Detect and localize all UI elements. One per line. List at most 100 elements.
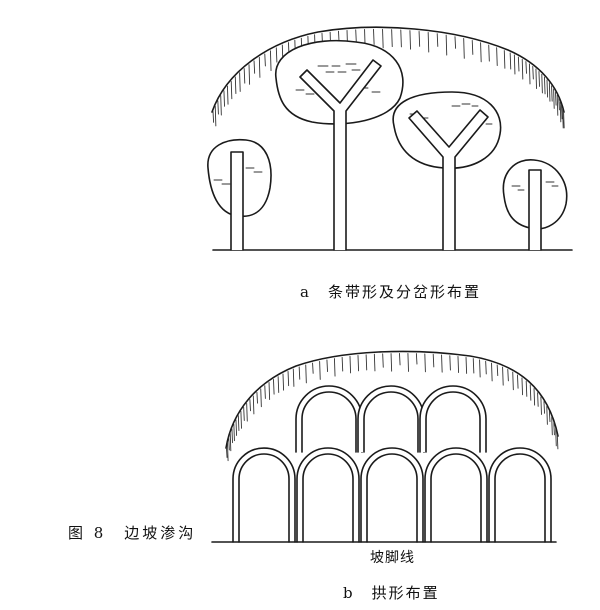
hatch-mark (243, 406, 245, 421)
hatch-mark (326, 359, 328, 373)
hatch-mark (298, 366, 301, 380)
hatch-mark (548, 82, 551, 102)
hatch-mark (528, 63, 531, 85)
hatch-mark (562, 108, 564, 129)
hatch-mark (485, 360, 487, 375)
panel-a-wet-zone-large-right (392, 91, 502, 169)
hatch-mark (223, 90, 225, 107)
panel-a-strip-and-branch-layout (207, 26, 573, 251)
slope-toe-label: 坡脚线 (370, 550, 415, 566)
hatch-mark (399, 352, 401, 366)
hatch-mark (457, 356, 460, 373)
hatch-mark (282, 373, 285, 391)
hatch-mark (249, 399, 251, 412)
lower-arch-4-fill (425, 448, 487, 542)
hatch-mark (409, 30, 411, 50)
hatch-mark (553, 88, 555, 109)
hatch-mark (231, 428, 233, 444)
hatch-mark (415, 353, 418, 365)
hatch-mark (234, 76, 237, 94)
hatch-mark (253, 60, 256, 74)
hatch-mark (535, 68, 537, 89)
hatch-mark (533, 388, 536, 406)
hatch-mark (465, 357, 468, 374)
lower-arch-1-outer (232, 447, 296, 543)
hatch-mark (220, 95, 222, 116)
hatch-mark (491, 362, 493, 382)
hatch-mark (529, 384, 532, 401)
hatch-mark (445, 34, 448, 56)
hatch-mark (227, 442, 229, 462)
hatch-mark (214, 105, 217, 127)
upper-arch-2-fill (358, 386, 424, 452)
hatch-mark (305, 364, 307, 384)
panel-b-arch-drains (232, 385, 552, 543)
hatch-mark (260, 388, 262, 408)
upper-arch-2-inner (363, 391, 419, 453)
panel-a-caption: a 条带形及分岔形布置 (300, 283, 481, 301)
hatch-mark (517, 56, 520, 72)
hatch-mark (525, 380, 528, 397)
hatch-mark (217, 100, 219, 115)
hatch-mark (546, 405, 548, 425)
lower-arch-3-inner (366, 453, 418, 543)
hatch-mark (488, 44, 490, 62)
hatch-mark (268, 382, 271, 400)
hatch-mark (532, 65, 534, 80)
hatch-mark (252, 395, 255, 415)
hatch-mark (556, 94, 559, 116)
hatch-mark (479, 359, 481, 378)
hatch-mark (264, 53, 266, 67)
hatch-mark (246, 402, 248, 422)
hatch-mark (365, 354, 368, 371)
hatch-mark (472, 358, 475, 374)
upper-arch-1-inner (301, 391, 357, 453)
hatch-mark (543, 401, 546, 414)
hatch-mark (521, 377, 524, 396)
hatch-mark (546, 79, 549, 98)
hatch-mark (563, 111, 565, 129)
hatch-mark (427, 32, 430, 53)
hatch-mark (538, 71, 540, 87)
hatch-mark (235, 419, 238, 436)
hatch-mark (540, 396, 542, 415)
lower-arch-3-fill (361, 448, 423, 542)
hatch-mark (418, 30, 421, 47)
hatch-mark (544, 76, 546, 95)
upper-arch-3-outer (419, 385, 487, 453)
lower-arch-1-inner (238, 453, 290, 543)
hatch-mark (237, 415, 240, 431)
panel-b-caption: b 拱形布置 (343, 584, 440, 602)
hatch-mark (441, 354, 443, 373)
lower-arch-2-fill (297, 448, 359, 542)
hatch-mark (551, 85, 553, 102)
hatch-mark (507, 369, 509, 382)
hatch-mark (229, 432, 232, 452)
panel-b-slope-outline (225, 350, 559, 449)
hatch-mark (312, 362, 314, 374)
hatch-mark (512, 371, 514, 391)
hatch-mark (558, 98, 560, 111)
hatch-mark (382, 28, 384, 49)
hatch-mark (555, 428, 557, 447)
lower-arch-1-fill (233, 448, 295, 542)
hatch-mark (503, 50, 506, 69)
panel-a-branch-drain-left (299, 59, 382, 251)
lower-arch-5-outer (488, 447, 552, 543)
hatch-mark (541, 73, 543, 94)
panel-a-strip-drain-left (230, 151, 244, 251)
hatch-mark (228, 437, 230, 451)
figure-caption: 图 8 边坡渗沟 (68, 524, 197, 542)
hatch-mark (248, 64, 251, 85)
upper-arch-3-inner (425, 391, 481, 453)
hatch-mark (225, 447, 228, 458)
panel-b-slope-hatching (225, 352, 559, 462)
hatch-mark (391, 29, 393, 48)
hatch-mark (243, 68, 246, 84)
lower-arch-5-fill (489, 448, 551, 542)
hatch-mark (341, 356, 344, 372)
hatch-mark (525, 61, 527, 74)
hatch-mark (357, 355, 360, 372)
hatch-mark (559, 101, 562, 123)
